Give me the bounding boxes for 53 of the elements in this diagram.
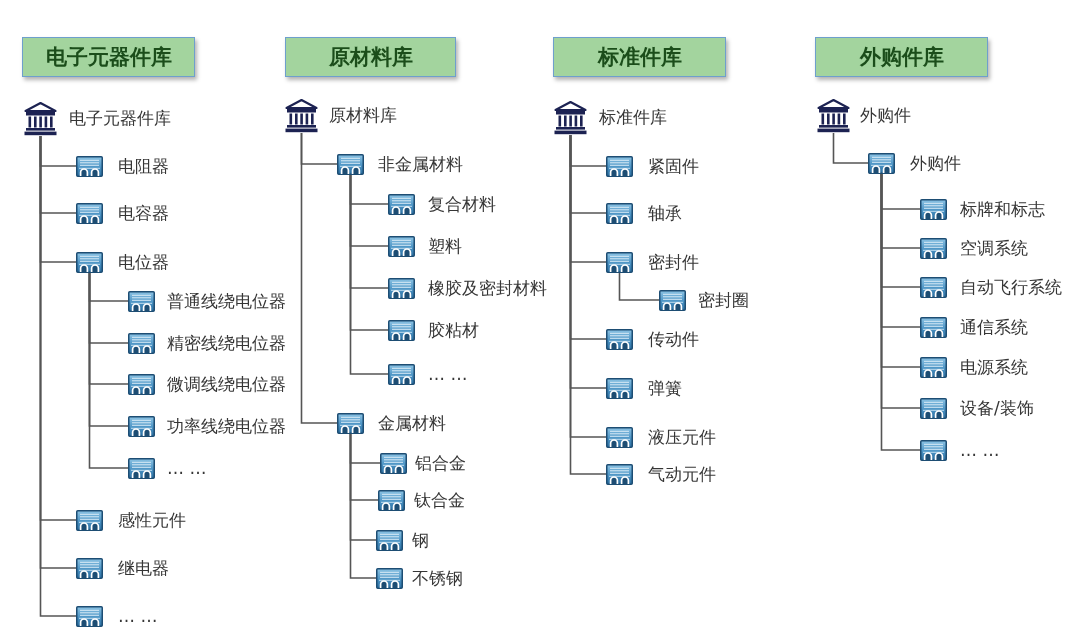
tree-item-label: … … <box>167 458 207 478</box>
tree-item-label: 设备/装饰 <box>960 398 1034 418</box>
tree-connector <box>349 173 389 375</box>
tree-connector <box>880 172 921 451</box>
tree-connector <box>832 132 869 164</box>
tree-item-label: 普通线绕电位器 <box>167 291 286 311</box>
tree-item-label: 不锈钢 <box>412 568 463 588</box>
tree-item-label: … … <box>118 606 158 626</box>
tree-item-label: … … <box>428 364 468 384</box>
tree-item-label: 原材料库 <box>329 105 397 125</box>
category-header: 标准件库 <box>553 37 726 77</box>
tree-item-label: 密封圈 <box>698 290 749 310</box>
tree-item-label: 电容器 <box>118 203 169 223</box>
tree-item-label: 钢 <box>412 530 429 550</box>
tree-item-label: 外购件 <box>910 153 961 173</box>
tree-item-label: 钛合金 <box>414 490 465 510</box>
tree-item-label: 金属材料 <box>378 413 446 433</box>
tree-connector <box>88 271 129 469</box>
tree-item-label: 微调线绕电位器 <box>167 374 286 394</box>
tree-item-label: 通信系统 <box>960 317 1028 337</box>
tree-item-label: 橡胶及密封材料 <box>428 278 547 298</box>
tree-item-label: 继电器 <box>118 558 169 578</box>
tree-item-label: 铝合金 <box>415 453 466 473</box>
tree-item-label: 轴承 <box>648 203 682 223</box>
tree-connector <box>300 132 338 424</box>
category-header: 原材料库 <box>285 37 456 77</box>
tree-item-label: 电阻器 <box>118 156 169 176</box>
tree-item-label: 电子元器件库 <box>69 108 171 128</box>
tree-item-label: 液压元件 <box>648 427 716 447</box>
tree-item-label: 标准件库 <box>599 107 667 127</box>
tree-item-label: 外购件 <box>860 105 911 125</box>
tree-item-label: 自动飞行系统 <box>960 277 1062 297</box>
tree-item-label: 密封件 <box>648 252 699 272</box>
tree-item-label: 标牌和标志 <box>960 199 1045 219</box>
tree-item-label: 非金属材料 <box>378 154 463 174</box>
tree-item-label: 功率线绕电位器 <box>167 416 286 436</box>
tree-item-label: 电位器 <box>118 252 169 272</box>
tree-item-label: 胶粘材 <box>428 320 479 340</box>
tree-item-label: 电源系统 <box>960 357 1028 377</box>
tree-item-label: 气动元件 <box>648 464 716 484</box>
tree-item-label: 精密线绕电位器 <box>167 333 286 353</box>
tree-item-label: 空调系统 <box>960 238 1028 258</box>
tree-item-label: 传动件 <box>648 329 699 349</box>
tree-item-label: 弹簧 <box>648 378 682 398</box>
tree-connector <box>349 432 377 579</box>
category-header: 外购件库 <box>815 37 988 77</box>
tree-connector <box>618 271 660 301</box>
category-header: 电子元器件库 <box>22 37 195 77</box>
tree-item-label: … … <box>960 440 1000 460</box>
tree-item-label: 塑料 <box>428 236 462 256</box>
tree-item-label: 复合材料 <box>428 194 496 214</box>
tree-item-label: 紧固件 <box>648 156 699 176</box>
tree-item-label: 感性元件 <box>118 510 186 530</box>
